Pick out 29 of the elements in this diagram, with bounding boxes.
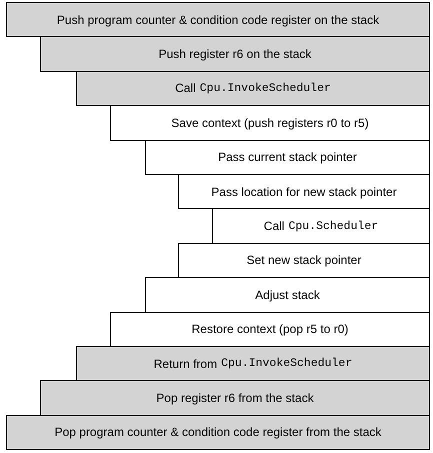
step-box [6,414,430,450]
step-box [178,174,430,210]
step-box [40,36,430,72]
code-text: Cpu.InvokeScheduler [200,82,331,95]
step-box [178,242,430,278]
step-text: Push program counter & condition code register on the stack [56,12,380,27]
step-text: Restore context (pop r5 to r0) [192,322,348,336]
step-text: Call [175,81,196,96]
step-box [76,70,430,106]
code-text: Cpu.Scheduler [288,220,378,233]
step-box [145,140,430,175]
step-text: Push register r6 on the stack [158,47,312,62]
step-box [212,208,430,244]
step-box [110,105,430,141]
step-box [145,277,430,313]
step-text: Adjust stack [255,288,320,302]
step-text: Pass current stack pointer [218,150,357,164]
code-text: Cpu.InvokeScheduler [221,357,352,370]
step-box [76,346,430,382]
step-text: Set new stack pointer [246,253,362,268]
step-text: Return from [154,356,218,371]
step-text: Pass location for new stack pointer [211,184,397,199]
step-box [110,312,430,347]
step-text: Call [264,219,284,234]
step-text: Save context (push registers r0 to r5) [171,116,369,130]
step-box [6,2,430,38]
step-text: Pop program counter & condition code register from the stack [54,425,382,440]
step-text: Pop register r6 from the stack [156,391,314,406]
step-box [40,380,430,416]
